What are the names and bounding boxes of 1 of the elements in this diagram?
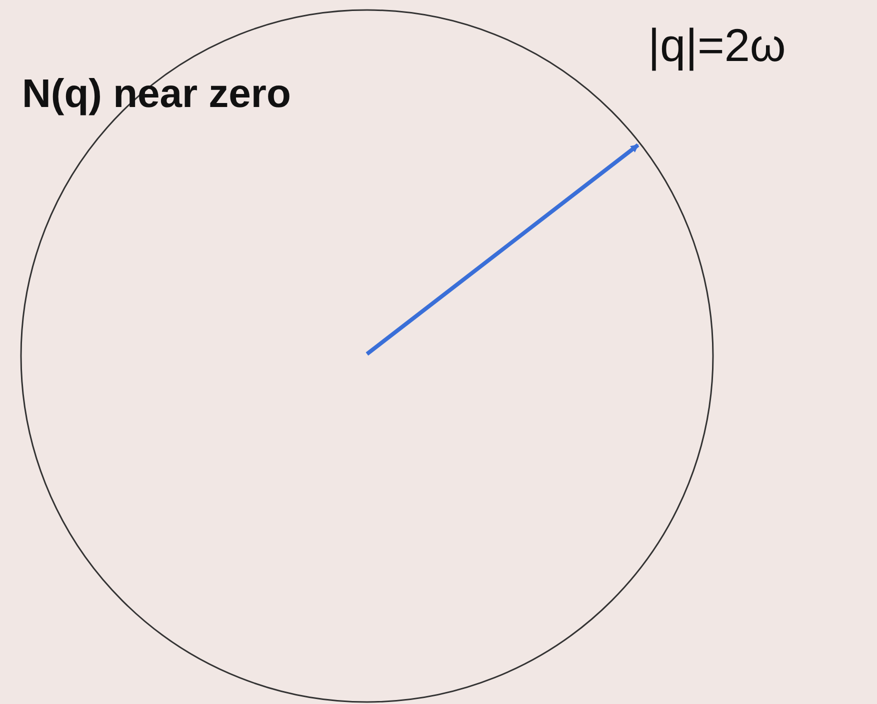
formula-label: |q|=2ω [648,18,786,72]
